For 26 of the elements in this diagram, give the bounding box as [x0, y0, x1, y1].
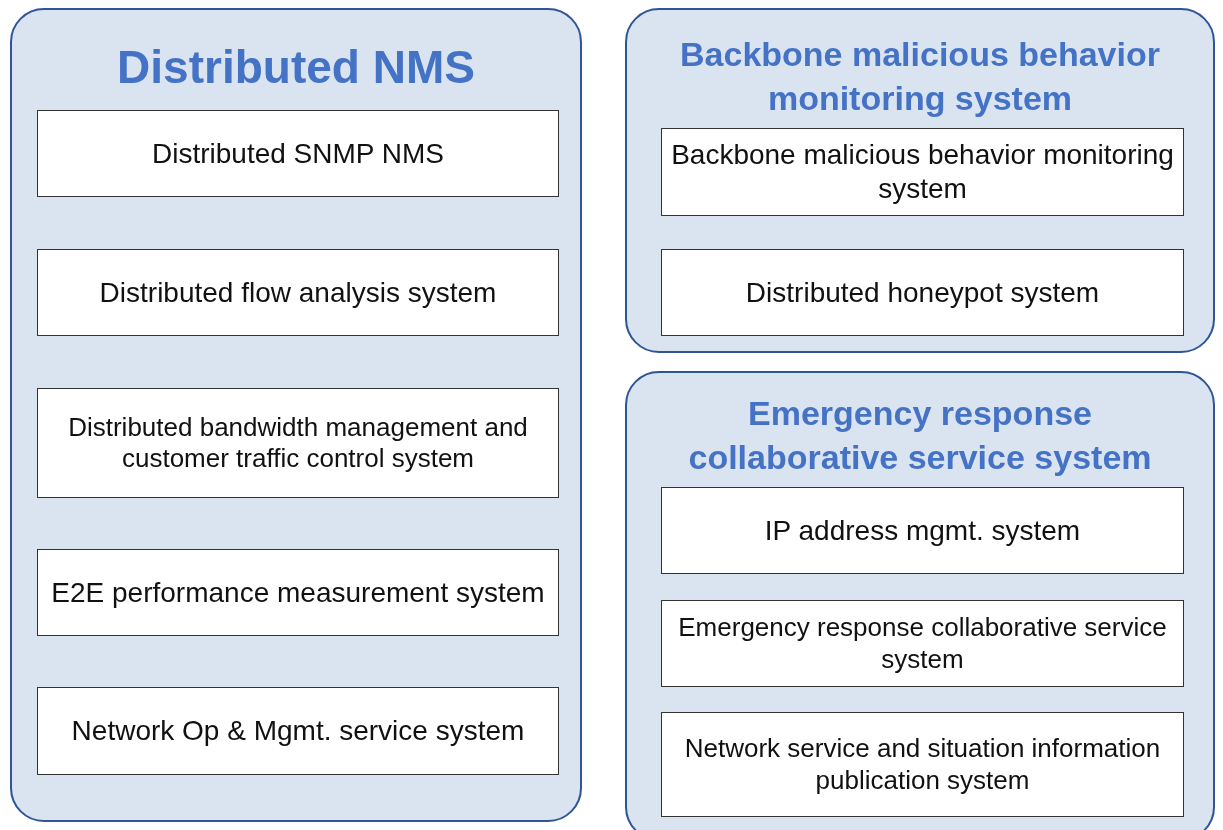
box-label: Distributed bandwidth management and customer traffic control system: [67, 411, 529, 475]
process-box: [37, 549, 559, 636]
group-title: Emergency response collaborative service system: [687, 393, 1153, 479]
group-panel: [10, 8, 582, 822]
process-box: [37, 110, 559, 197]
box-label: E2E performance measurement system: [50, 575, 546, 610]
box-label: Network Op & Mgmt. service system: [70, 714, 526, 748]
process-box: [37, 687, 559, 775]
process-box: [37, 388, 559, 498]
process-box: [661, 600, 1184, 687]
process-box: [661, 712, 1184, 817]
box-label: Emergency response collaborative service system: [677, 612, 1168, 675]
box-label: Distributed SNMP NMS: [151, 136, 445, 171]
process-box: [37, 249, 559, 336]
box-label: Distributed flow analysis system: [98, 275, 498, 310]
group-title: Backbone malicious behavior monitoring system: [679, 34, 1161, 120]
process-box: [661, 249, 1184, 336]
group-panel: [625, 371, 1215, 830]
group-panel: [625, 8, 1215, 353]
group-title: Distributed NMS: [116, 40, 476, 95]
box-label: Backbone malicious behavior monitoring system: [670, 138, 1175, 206]
process-box: [661, 487, 1184, 574]
box-label: Network service and situation information publication system: [683, 733, 1162, 796]
process-box: [661, 128, 1184, 216]
box-label: Distributed honeypot system: [744, 275, 1101, 310]
box-label: IP address mgmt. system: [763, 513, 1082, 548]
